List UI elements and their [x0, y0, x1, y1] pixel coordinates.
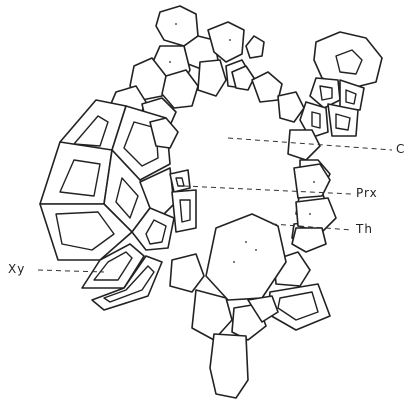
stipple-dot	[313, 181, 315, 183]
stipple-dot	[169, 61, 171, 63]
right-stacked-cells	[300, 32, 382, 138]
cell	[210, 334, 248, 398]
central-lower-cells	[170, 214, 286, 398]
inner-wall	[312, 112, 320, 128]
cell	[170, 254, 204, 292]
label-xy: Xy	[8, 262, 25, 276]
inner-wall	[180, 200, 190, 222]
label-prx: Prx	[356, 186, 378, 200]
inner-wall	[176, 178, 184, 186]
cell	[198, 60, 226, 96]
stipple-dot	[229, 39, 231, 41]
stipple-dot	[309, 213, 311, 215]
cell	[192, 290, 232, 340]
label-c: C	[396, 142, 405, 156]
cell	[296, 198, 336, 232]
inner-wall	[320, 86, 332, 100]
cell	[246, 36, 264, 58]
stipple-dot	[245, 241, 247, 243]
cell	[292, 228, 326, 252]
stipple-dot	[255, 249, 257, 251]
stipple-dot	[175, 23, 177, 25]
cell	[206, 214, 286, 300]
stipple-dot	[233, 261, 235, 263]
label-th: Th	[356, 222, 373, 236]
